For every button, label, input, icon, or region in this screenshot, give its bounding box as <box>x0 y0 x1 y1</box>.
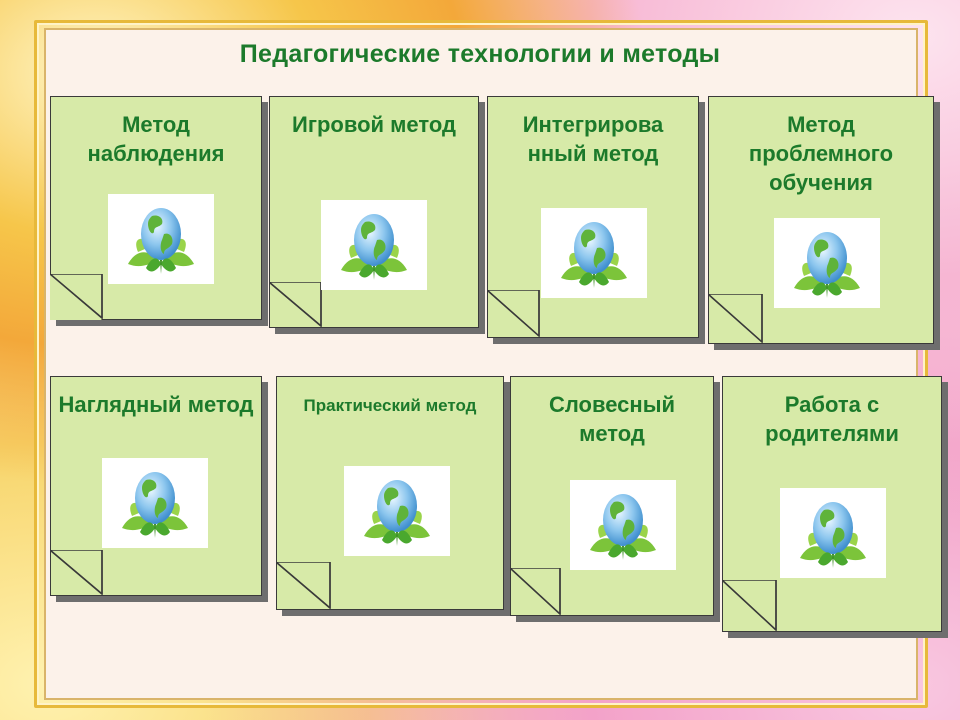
card-label: Практический метод <box>303 396 477 415</box>
globe-sprout-icon <box>541 208 647 298</box>
globe-sprout-icon <box>102 458 208 548</box>
card-visual-method[interactable]: Наглядный метод <box>50 376 268 602</box>
card-problem-learning-method[interactable]: Метод проблемного обучения <box>708 96 940 350</box>
card-label: Игровой метод <box>292 112 456 137</box>
decorative-frame <box>34 20 928 708</box>
page-title: Педагогические технологии и методы <box>239 40 721 68</box>
card-label: Наглядный метод <box>58 392 254 417</box>
globe-sprout-icon <box>570 480 676 570</box>
card-observation-method[interactable]: Метод наблюдения <box>50 96 268 326</box>
card-integrated-method[interactable]: Интегрирова нный метод <box>487 96 705 344</box>
card-parent-work[interactable]: Работа с родителями <box>722 376 948 638</box>
card-verbal-method[interactable]: Словесный метод <box>510 376 720 622</box>
globe-sprout-icon <box>108 194 214 284</box>
globe-sprout-icon <box>774 218 880 308</box>
card-label: Интегрирова нный метод <box>522 112 664 166</box>
card-label: Метод проблемного обучения <box>748 112 894 195</box>
card-practical-method[interactable]: Практический метод <box>276 376 510 616</box>
globe-sprout-icon <box>344 466 450 556</box>
card-label: Словесный метод <box>548 392 676 446</box>
card-label: Работа с родителями <box>765 392 899 446</box>
globe-sprout-icon <box>780 488 886 578</box>
globe-sprout-icon <box>321 200 427 290</box>
card-game-method[interactable]: Игровой метод <box>269 96 485 334</box>
card-label: Метод наблюдения <box>87 112 225 166</box>
